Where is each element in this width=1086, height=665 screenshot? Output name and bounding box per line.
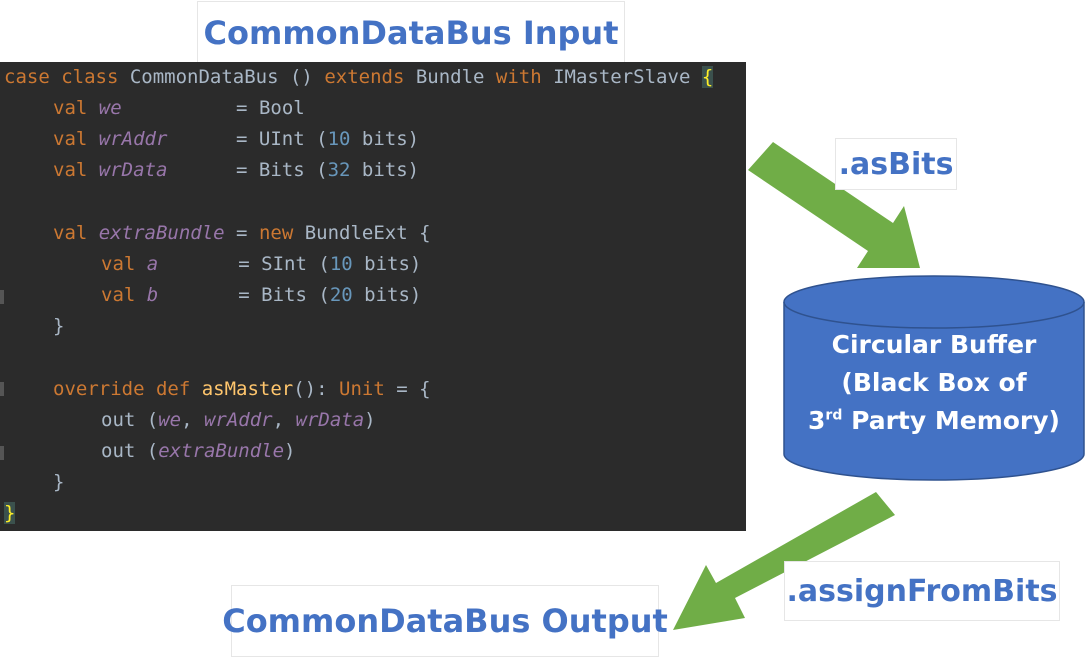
- code-line-14: }: [53, 471, 65, 493]
- buffer-label-line2: (Black Box of: [841, 368, 1027, 397]
- code-line-8: val b = Bits (20 bits): [101, 284, 422, 306]
- arrow-to-buffer: [748, 142, 920, 268]
- code-line-7: val a = SInt (10 bits): [101, 253, 422, 275]
- fold-marker: [0, 446, 4, 460]
- code-line-15: }: [4, 502, 16, 524]
- buffer-cylinder: [783, 275, 1085, 481]
- buffer-label-line3: 3rd Party Memory): [808, 406, 1060, 435]
- fold-marker: [0, 290, 4, 304]
- output-title: CommonDataBus Output: [222, 585, 668, 657]
- buffer-label-line1: Circular Buffer: [831, 330, 1037, 359]
- fold-marker: [0, 382, 4, 396]
- buffer-label: Circular Buffer (Black Box of 3rd Party …: [784, 326, 1084, 440]
- code-line-11: override def asMaster(): Unit = {: [53, 378, 431, 400]
- code-line-12: out (we, wrAddr, wrData): [101, 409, 376, 431]
- code-line-1: case class CommonDataBus () extends Bund…: [4, 66, 714, 88]
- code-line-13: out (extraBundle): [101, 440, 296, 462]
- code-line-9: }: [53, 315, 65, 337]
- asbits-label: .asBits: [835, 138, 957, 190]
- code-line-6: val extraBundle = new BundleExt {: [53, 222, 431, 244]
- code-editor: case class CommonDataBus () extends Bund…: [0, 62, 746, 531]
- code-line-2: val we = Bool: [53, 97, 305, 119]
- assignfrombits-label: .assignFromBits: [784, 561, 1060, 621]
- code-line-3: val wrAddr = UInt (10 bits): [53, 128, 420, 150]
- code-line-4: val wrData = Bits (32 bits): [53, 159, 420, 181]
- input-title: CommonDataBus Input: [197, 1, 625, 65]
